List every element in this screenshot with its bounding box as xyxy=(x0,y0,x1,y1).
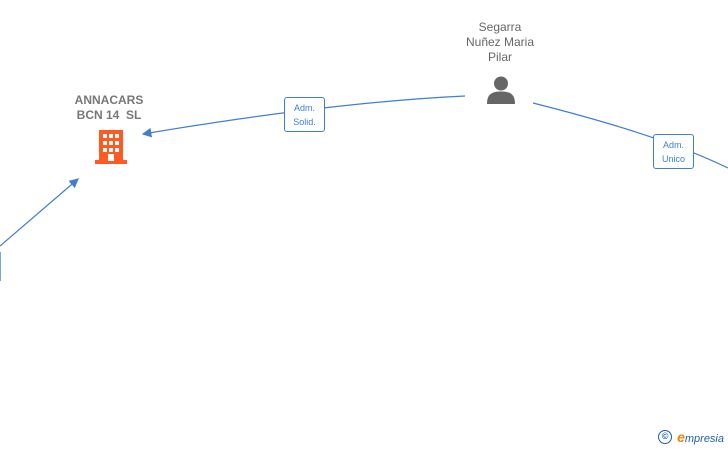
role-badge-line-2: Solid. xyxy=(293,117,316,127)
edge-left-to-company xyxy=(0,178,79,247)
person-name-line-2: Nuñez Maria xyxy=(465,35,535,49)
person-name-line-1: Segarra xyxy=(478,20,522,34)
person-icon[interactable] xyxy=(486,75,516,105)
brand-logo: empresia xyxy=(677,429,724,445)
brand-logo-rest: mpresia xyxy=(684,433,724,445)
company-name-line-1: ANNACARS xyxy=(74,93,144,107)
edge-person-to-right xyxy=(532,102,728,169)
brand-watermark: © empresia xyxy=(658,429,724,445)
copyright-icon: © xyxy=(658,430,673,444)
role-badge-adm-unico[interactable]: Adm. Unico xyxy=(653,134,694,169)
role-badge-line-2: Unico xyxy=(661,154,685,164)
building-icon[interactable] xyxy=(95,129,127,164)
role-badge-adm-solid[interactable]: Adm. Solid. xyxy=(284,97,325,132)
company-name-line-2: BCN 14 SL xyxy=(76,108,142,122)
person-name[interactable]: Segarra Nuñez Maria Pilar xyxy=(448,20,552,65)
company-name[interactable]: ANNACARS BCN 14 SL xyxy=(60,93,158,123)
role-badge-line-1: Adm. xyxy=(293,103,315,113)
brand-logo-letter: e xyxy=(677,429,685,445)
role-badge-line-1: Adm. xyxy=(662,140,684,150)
person-name-line-3: Pilar xyxy=(487,50,512,64)
